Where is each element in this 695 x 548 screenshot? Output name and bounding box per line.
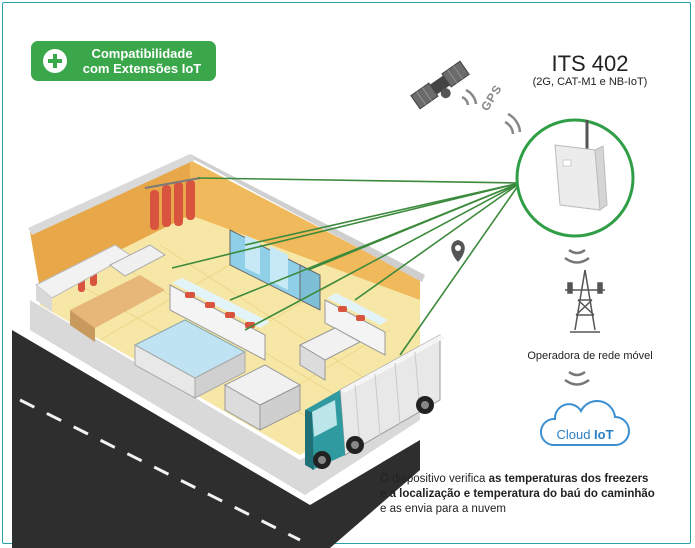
- cloud-label: Cloud IoT: [556, 427, 614, 442]
- description: O dispositivo verifica as temperaturas d…: [380, 473, 655, 515]
- gps-signal-waves: [461, 88, 522, 135]
- back-wall-right: [190, 160, 420, 300]
- network-label: Operadora de rede móvel: [527, 350, 653, 362]
- meat-display-left: [109, 244, 166, 277]
- iot-compatibility-badge: Compatibilidade com Extensões IoT: [31, 41, 216, 81]
- tracker-device-icon: [554, 120, 608, 211]
- truck: [305, 334, 445, 470]
- checkout-counter: [70, 275, 165, 328]
- sensor-link-lines: [171, 177, 521, 356]
- back-wall-left: [30, 160, 190, 290]
- satellite-icon: [410, 60, 470, 110]
- signal-waves-tower: [564, 370, 590, 386]
- road-markings: [19, 398, 301, 542]
- wall-top-left: [28, 154, 195, 235]
- right-checkout: [298, 327, 362, 381]
- badge-line-2: com Extensões IoT: [82, 61, 202, 76]
- meat-display-counter-2: [324, 293, 388, 356]
- location-pin-icon: [451, 240, 465, 262]
- badge-line-1: Compatibilidade: [91, 46, 193, 61]
- road: [12, 330, 420, 548]
- cloud-icon: [540, 400, 630, 446]
- cell-tower-icon: [565, 269, 605, 333]
- signal-waves-device: [564, 248, 590, 264]
- device-name: ITS 402: [551, 51, 629, 76]
- wall-top-right: [190, 154, 425, 282]
- meat-display-counter-1: [169, 278, 270, 361]
- plus-circle-icon: [43, 49, 67, 73]
- front-checkout: [223, 364, 302, 431]
- device-subtitle: (2G, CAT-M1 e NB-IoT): [532, 76, 648, 88]
- chest-freezer: [133, 319, 247, 399]
